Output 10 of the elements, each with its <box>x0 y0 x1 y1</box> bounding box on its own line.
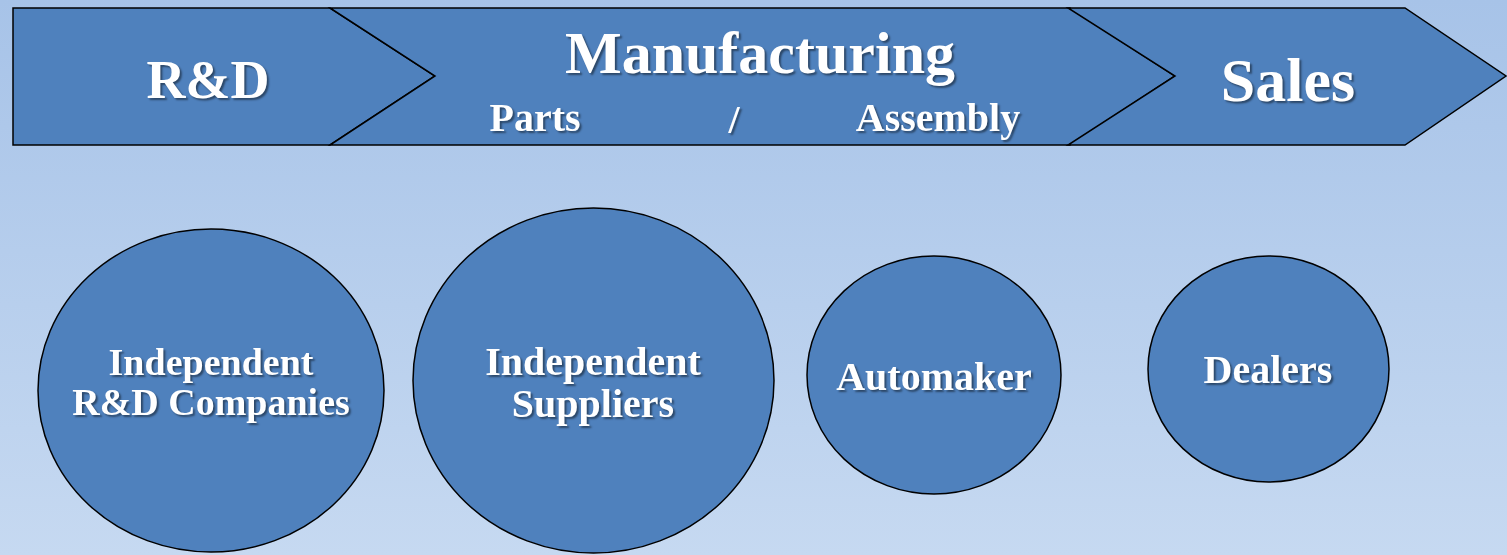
stage-subtitle: / <box>728 99 740 141</box>
stage-title: Manufacturing <box>565 21 955 85</box>
actor-label: Independent R&D Companies <box>71 343 351 423</box>
stage-subtitle: Parts <box>489 97 581 139</box>
stage-title: Sales <box>1220 48 1356 114</box>
actor-label: Independent Suppliers <box>484 341 702 425</box>
stage-title: R&D <box>146 51 270 109</box>
stage-subtitle: Assembly <box>855 97 1021 139</box>
actor-label: Automaker <box>835 356 1033 398</box>
actor-label: Dealers <box>1202 349 1334 391</box>
